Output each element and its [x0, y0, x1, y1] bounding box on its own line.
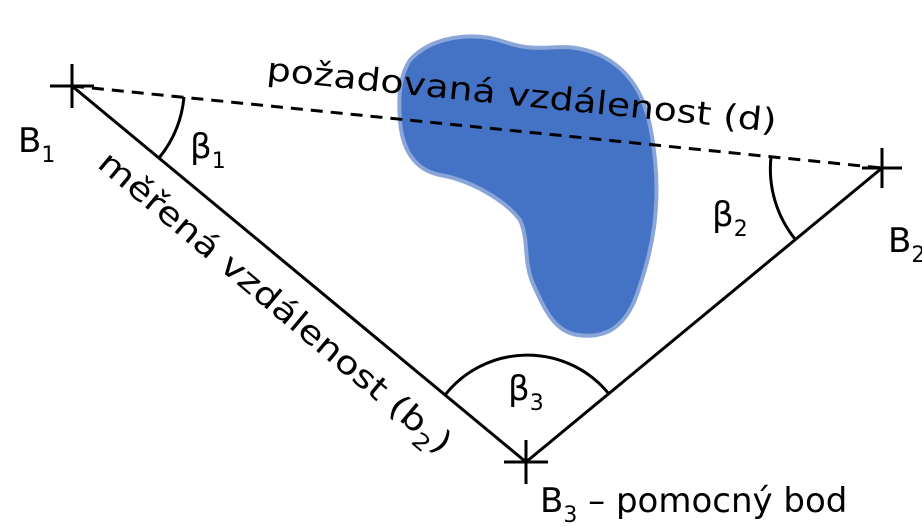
lake-shape — [397, 34, 659, 338]
label-beta1: β1 — [190, 127, 226, 174]
point-b3-cross — [504, 440, 548, 484]
angle-beta3-arc — [443, 353, 611, 396]
angle-beta1-arc — [157, 96, 186, 159]
required-distance-line — [71, 84, 883, 170]
label-beta3: β3 — [508, 369, 544, 416]
label-beta2: β2 — [712, 195, 748, 242]
point-b2-cross — [862, 148, 902, 188]
label-measured-distance: měřená vzdálenost (b2) — [86, 143, 460, 467]
label-b1: B1 — [18, 121, 55, 168]
angle-beta2-arc — [768, 156, 797, 240]
b3-b2-line — [525, 166, 883, 464]
label-b2: B2 — [888, 221, 922, 268]
label-b3: B3 – pomocný bod — [540, 481, 847, 527]
measured-distance-line — [71, 84, 527, 464]
point-b1-cross — [50, 64, 94, 108]
